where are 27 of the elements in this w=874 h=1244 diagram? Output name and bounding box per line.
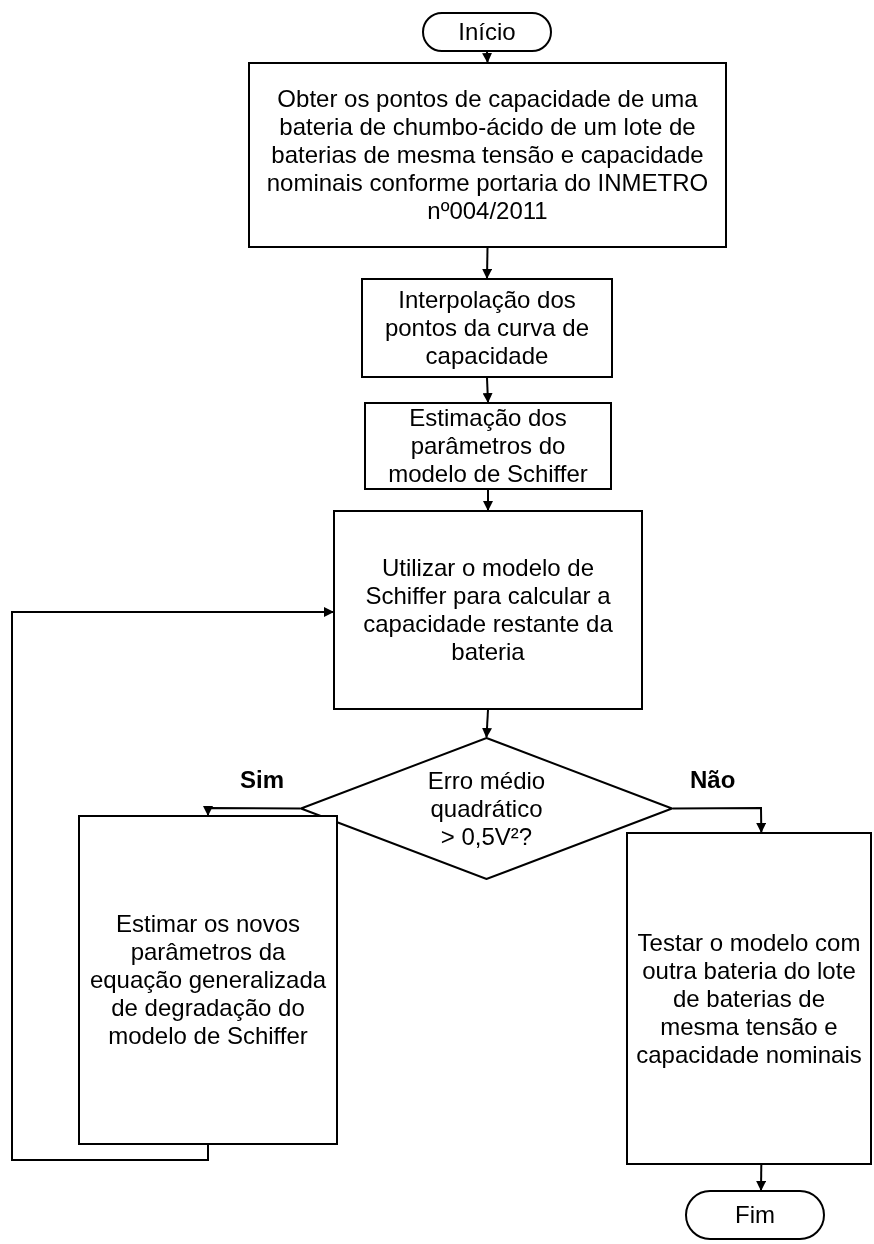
node-text: Utilizar o modelo de Schiffer para calcular a capacidade restante da bateria bbox=[362, 554, 614, 666]
arrow bbox=[482, 709, 492, 738]
node-text: Interpolação dos pontos da curva de capacidade bbox=[383, 286, 591, 370]
process-box bbox=[364, 402, 612, 490]
node-text: Estimação dos parâmetros do modelo de Schiffer bbox=[387, 404, 589, 488]
arrow bbox=[11, 607, 334, 1161]
arrow bbox=[672, 807, 767, 833]
process-box bbox=[248, 62, 727, 248]
node-text: Estimar os novos parâmetros da equação generalizada de degradação do modelo de Schiffer bbox=[88, 910, 328, 1050]
decision-diamond bbox=[300, 737, 673, 880]
terminal-pill bbox=[685, 1190, 825, 1240]
arrow bbox=[482, 51, 493, 63]
node-text: Testar o modelo com outra bateria do lote de baterias de mesma tensão e capacidade nominais bbox=[635, 928, 863, 1069]
arrow bbox=[482, 377, 493, 403]
node-text: Erro médio quadrático > 0,5V²? bbox=[426, 766, 547, 851]
process-box bbox=[626, 832, 872, 1165]
arrow bbox=[756, 1164, 767, 1191]
node-text: Início bbox=[457, 18, 517, 46]
node-text: Fim bbox=[734, 1201, 776, 1229]
node-text: Obter os pontos de capacidade de uma bateria de chumbo-ácido de um lote de baterias de mesma tensão e capacidade nominais conforme portaria do INMETRO nº004/2011 bbox=[265, 85, 710, 225]
process-box bbox=[333, 510, 643, 710]
process-box bbox=[78, 815, 338, 1145]
arrow bbox=[203, 806, 301, 816]
arrow bbox=[483, 489, 493, 511]
process-box bbox=[361, 278, 613, 378]
terminal-pill bbox=[422, 12, 552, 52]
arrow bbox=[482, 247, 493, 279]
